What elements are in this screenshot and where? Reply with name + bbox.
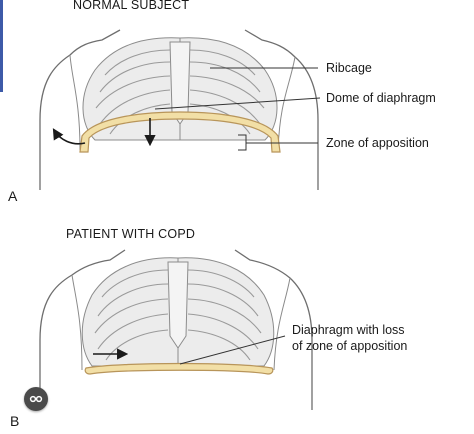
panel-b: PATIENT WITH COPD — [10, 227, 407, 429]
panel-a-arm-lines — [69, 54, 296, 151]
panel-a-diaphragm-dome — [79, 111, 281, 153]
label-diaphragm-loss-line1: Diaphragm with loss — [292, 323, 405, 337]
panel-b-arm-lines — [71, 274, 291, 371]
panel-a-curved-arrow — [52, 128, 86, 145]
panel-b-flat-diaphragm — [84, 362, 274, 375]
label-dome-of-diaphragm: Dome of diaphragm — [326, 91, 436, 105]
zone-leader-bracket — [238, 134, 318, 151]
label-zone-of-apposition: Zone of apposition — [326, 136, 429, 150]
panel-b-letter: B — [10, 413, 19, 429]
panel-b-title: PATIENT WITH COPD — [66, 227, 195, 241]
label-diaphragm-loss-line2: of zone of apposition — [292, 339, 407, 353]
label-ribcage: Ribcage — [326, 61, 372, 75]
panel-a-title: NORMAL SUBJECT — [73, 0, 189, 12]
panel-b-ribcage — [81, 257, 275, 367]
dome-leader-line — [154, 97, 321, 110]
panel-a-letter: A — [8, 188, 18, 204]
lens-icon — [29, 395, 43, 403]
lens-button[interactable] — [24, 387, 48, 411]
left-edge-bar — [0, 0, 3, 92]
panel-b-leader-line — [179, 335, 286, 365]
panel-a: NORMAL SUBJECT — [8, 0, 436, 204]
